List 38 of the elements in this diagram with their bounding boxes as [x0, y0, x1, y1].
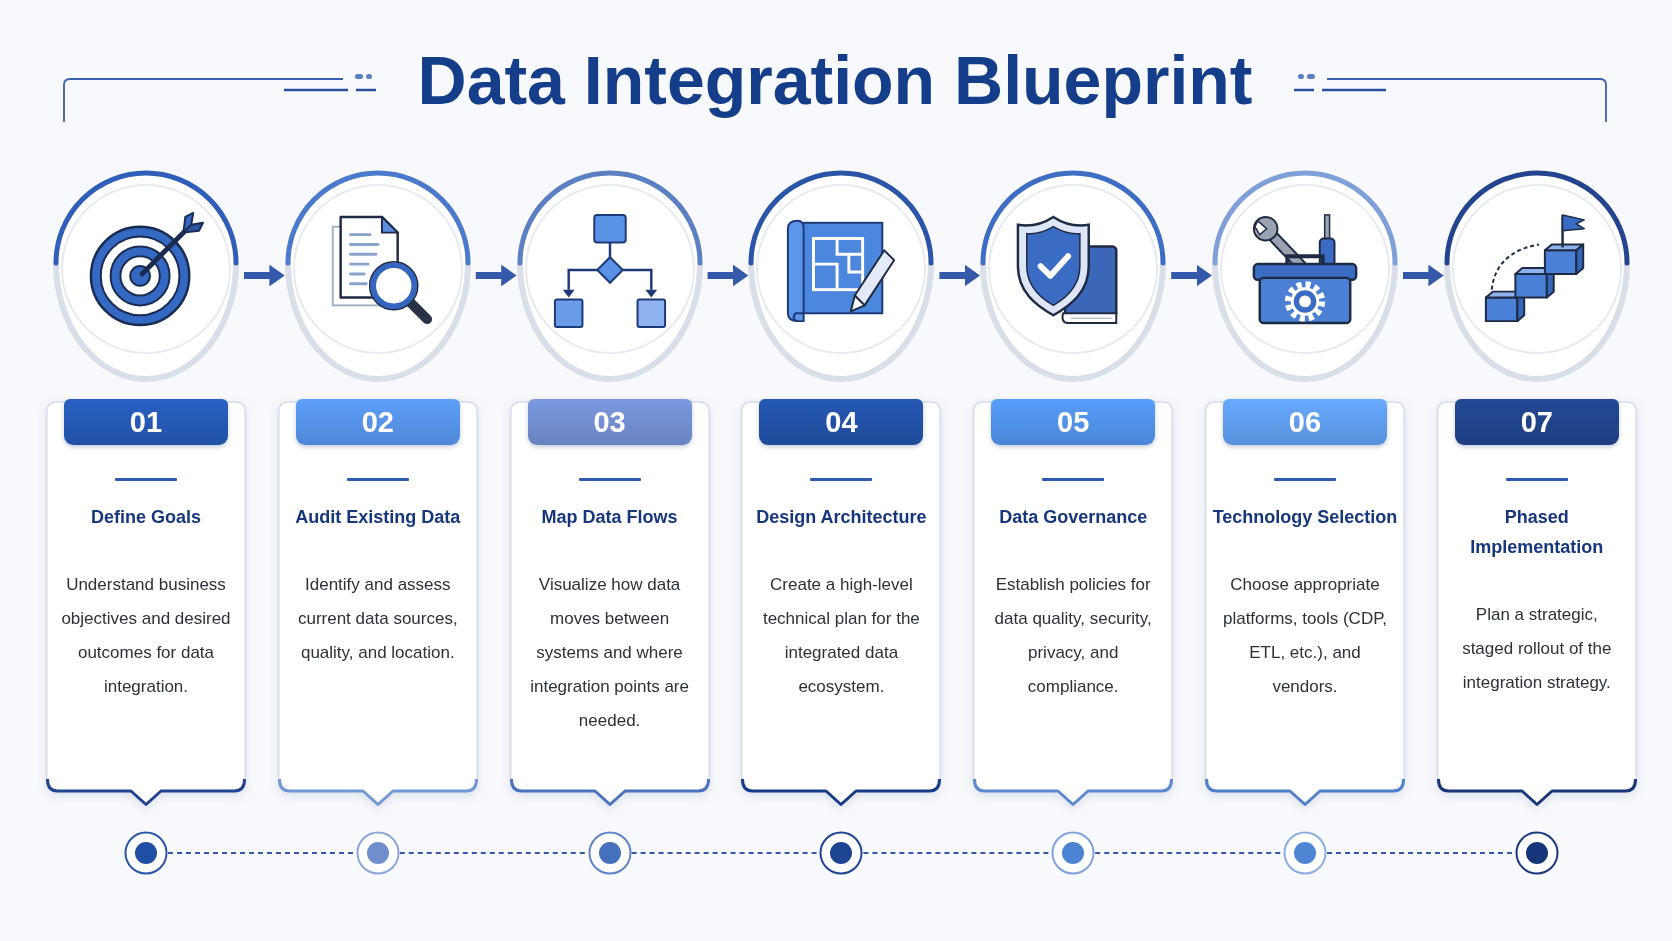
step-card — [1436, 399, 1637, 806]
step-title: Phased Implementation — [1469, 506, 1605, 559]
step-description: Visualize how data moves between systems and where integration points are needed. — [529, 574, 690, 732]
timeline-dot — [1514, 831, 1559, 875]
step-title: Audit Existing Data — [294, 506, 462, 529]
step-title: Technology Selection — [1211, 506, 1399, 529]
title: Data Integration Blueprint — [417, 41, 1253, 120]
timeline-dot — [1051, 831, 1096, 875]
step-description: Choose appropriate platforms, tools (CDP, ETL, etc.), and vendors. — [1221, 574, 1389, 698]
timeline-dot — [355, 831, 400, 875]
step-card — [509, 399, 710, 806]
step-card — [277, 399, 478, 806]
step-title: Data Governance — [998, 506, 1149, 529]
step-title: Design Architecture — [755, 506, 928, 529]
number-tab: 07 — [1454, 399, 1619, 445]
number-tab: 01 — [64, 399, 228, 445]
step-card — [973, 399, 1174, 806]
number-tab: 02 — [295, 399, 460, 445]
timeline-dot — [1283, 831, 1327, 875]
step-title: Map Data Flows — [540, 506, 679, 529]
number-tab: 06 — [1223, 399, 1387, 445]
number-tab: 04 — [759, 399, 924, 445]
step-card — [46, 399, 246, 806]
step-description: Plan a strategic, staged rollout of the integration strategy. — [1461, 604, 1613, 694]
step-description: Understand business objectives and desired outcomes for data integration. — [60, 574, 232, 698]
step-description: Establish policies for data quality, security, privacy, and compliance. — [993, 574, 1153, 698]
timeline-dot — [124, 831, 168, 875]
step-card — [1205, 399, 1405, 806]
number-tab: 03 — [527, 399, 692, 445]
number-tab: 05 — [991, 399, 1156, 445]
timeline-dot — [819, 831, 864, 875]
arrow — [707, 264, 749, 287]
step-description: Identify and assess current data sources, quality, and location. — [296, 574, 459, 664]
arrow — [475, 264, 517, 287]
step-card — [741, 399, 942, 806]
step-title: Define Goals — [90, 506, 202, 529]
timeline-dot — [587, 831, 632, 875]
step-description: Create a high-level technical plan for the integrated data ecosystem. — [761, 574, 921, 698]
